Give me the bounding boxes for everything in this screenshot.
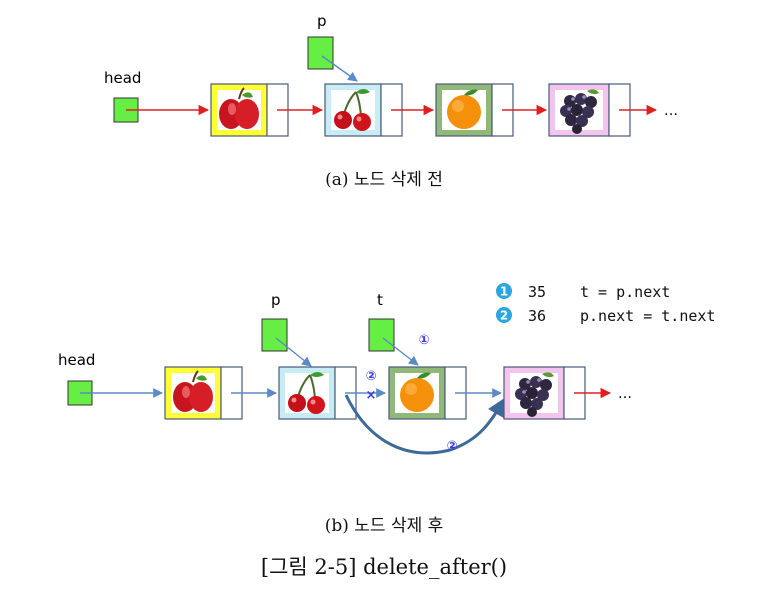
code-line-2: 2 36 p.next = t.next	[496, 307, 715, 325]
node-cherry-a	[324, 83, 403, 137]
step-marker-2-bypass: ②	[446, 439, 457, 454]
caption-a: (a) 노드 삭제 전	[325, 170, 443, 190]
node-orange-b	[388, 366, 467, 420]
t-label-b: t	[377, 291, 383, 309]
step-marker-1: ①	[418, 333, 429, 348]
head-label-a: head	[104, 69, 141, 87]
p-label-a: p	[317, 12, 327, 30]
svg-text:2: 2	[500, 309, 508, 323]
bypass-link-arrow	[344, 394, 505, 455]
head-label-b: head	[58, 351, 95, 369]
node-cherry-b	[278, 366, 357, 420]
step-bullet-1	[496, 283, 512, 299]
code-line-number: 35	[528, 283, 546, 301]
p-pointer-box-b	[261, 318, 288, 352]
figure-title: [그림 2-5] delete_after()	[261, 555, 507, 579]
code-legend: 1 35 t = p.next 2 36 p.next = t.next	[496, 283, 715, 325]
code-statement: t = p.next	[580, 283, 670, 301]
ellipsis-b: …	[618, 386, 632, 402]
p-pointer-box-a	[307, 36, 334, 70]
diagram-b: head p t ① ② ×	[58, 291, 632, 536]
node-apple-a	[210, 83, 289, 137]
code-line-number: 36	[528, 307, 546, 325]
step-bullet-2	[496, 307, 512, 323]
p-label-b: p	[271, 291, 281, 309]
ellipsis-a: …	[664, 103, 678, 119]
step-marker-2-cut: ②	[365, 369, 376, 384]
code-line-1: 1 35 t = p.next	[496, 283, 670, 301]
node-apple-b	[164, 366, 243, 420]
p-arrow-a	[321, 55, 358, 82]
t-pointer-box-b	[368, 318, 395, 352]
diagram-a: head p	[104, 12, 678, 190]
caption-b: (b) 노드 삭제 후	[325, 516, 444, 536]
cut-mark: ×	[366, 388, 377, 403]
t-arrow-b	[382, 337, 419, 366]
node-grape-a	[548, 83, 631, 137]
code-statement: p.next = t.next	[580, 307, 715, 325]
node-grape-b	[503, 366, 586, 420]
svg-text:1: 1	[500, 285, 508, 299]
p-arrow-b	[275, 337, 312, 367]
node-orange-a	[435, 83, 514, 137]
